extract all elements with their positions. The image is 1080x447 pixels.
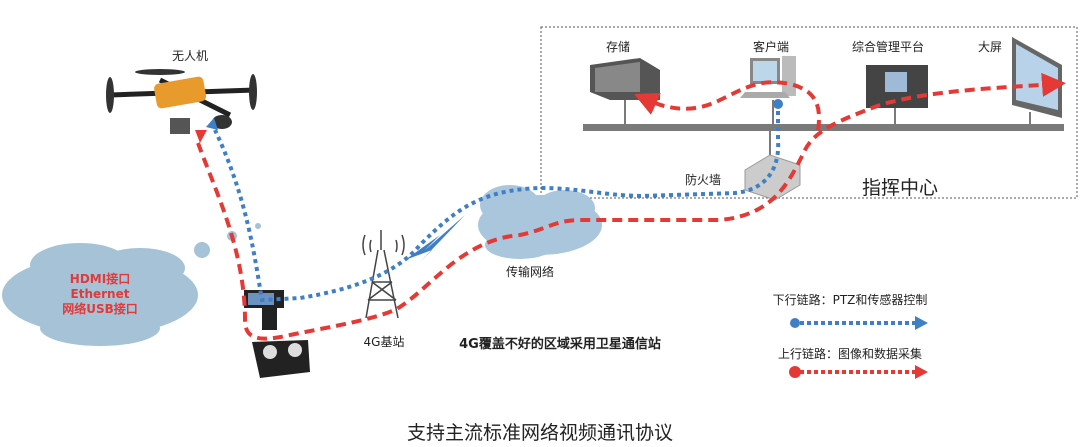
tower-icon	[362, 230, 405, 319]
interfaces-list: HDMI接口 Ethernet 网络USB接口	[62, 272, 138, 317]
node-label-management: 综合管理平台	[851, 40, 925, 54]
big-screen-icon	[1012, 37, 1062, 118]
uplink-path	[196, 72, 1066, 341]
diagram-title: 支持主流标准网络视频通讯协议	[406, 422, 674, 444]
legend-downlink-line	[790, 316, 928, 330]
downlink-origin-dot	[773, 99, 783, 109]
legend-downlink-label: 下行链路：PTZ和传感器控制	[772, 293, 928, 307]
tower-label: 4G基站	[363, 335, 405, 349]
client-pc-icon	[740, 56, 796, 98]
storage-icon	[590, 58, 660, 100]
interface-cloud	[2, 223, 261, 346]
interface-hdmi: HDMI接口	[69, 272, 131, 286]
node-label-client: 客户端	[752, 40, 790, 54]
cloud-network	[478, 185, 602, 259]
firewall-icon	[744, 154, 801, 201]
firewall-label: 防火墙	[684, 173, 722, 187]
interface-ethernet: Ethernet	[70, 287, 130, 301]
node-label-screen: 大屏	[977, 40, 1003, 54]
node-label-storage: 存储	[605, 40, 631, 54]
wireless-signal-icon	[405, 215, 465, 262]
network-bus	[583, 100, 1064, 160]
uplink-branch-path	[634, 80, 821, 131]
satellite-note: 4G覆盖不好的区域采用卫星通信站	[459, 337, 661, 352]
remote-controller-icon	[244, 290, 310, 378]
legend-uplink-label: 上行链路：图像和数据采集	[777, 347, 923, 361]
legend-uplink-line	[789, 365, 928, 379]
management-server-icon	[866, 65, 928, 108]
command-center-box	[540, 26, 1078, 199]
command-center-label: 指挥中心	[861, 177, 939, 199]
drone-label: 无人机	[171, 49, 209, 63]
network-label: 传输网络	[505, 265, 555, 279]
downlink-path	[213, 103, 781, 303]
drone-icon	[106, 69, 257, 143]
interface-usb: 网络USB接口	[62, 302, 138, 316]
